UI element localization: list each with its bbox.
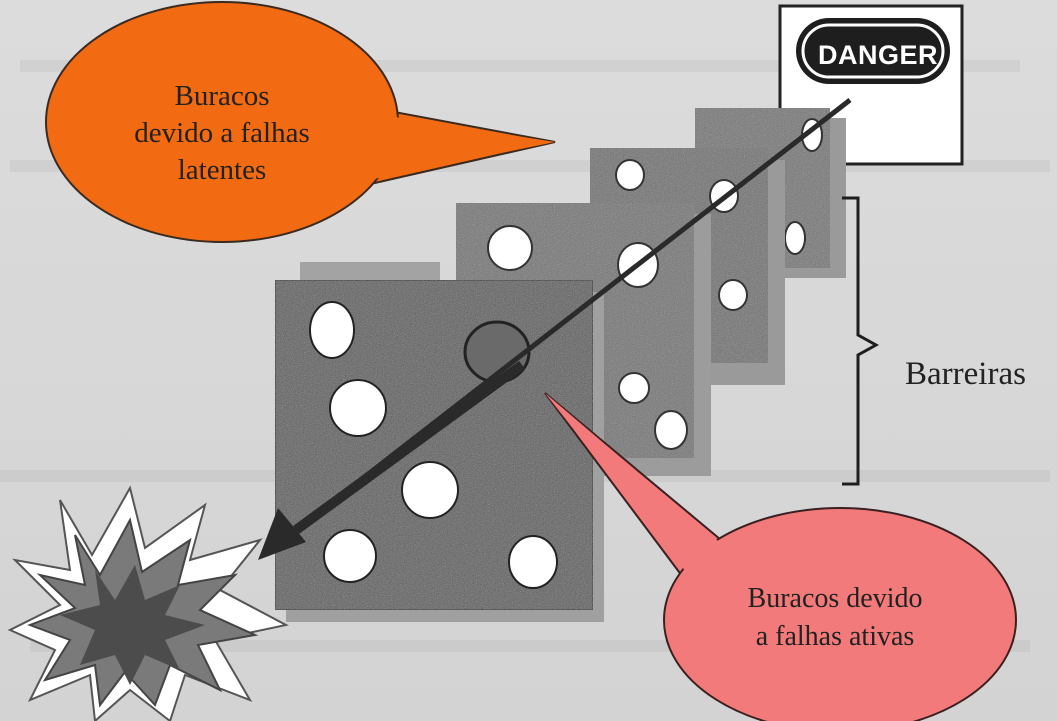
hole: [784, 221, 806, 255]
barriers-label: Barreiras: [905, 356, 1026, 392]
barrier-slab-1: [274, 279, 604, 622]
latent-line-3: latentes: [177, 154, 267, 186]
danger-sign-text: DANGER: [817, 40, 938, 70]
latent-line-2: devido a falhas: [134, 117, 310, 149]
hole: [487, 225, 533, 271]
brace-icon: [842, 196, 880, 486]
active-line-1: Buracos devido: [747, 583, 923, 614]
latent-failure-callout: [45, 1, 556, 243]
hole: [618, 372, 650, 404]
hole: [309, 301, 355, 359]
danger-sign-icon: [778, 4, 964, 166]
explosion-icon: [7, 485, 289, 721]
hole: [508, 535, 558, 589]
active-failure-label: Buracos devido a falhas ativas: [700, 580, 970, 656]
hole: [718, 279, 748, 311]
hole: [654, 410, 688, 450]
latent-failure-label: Buracos devido a falhas latentes: [112, 78, 332, 189]
hole: [401, 461, 459, 519]
latent-line-1: Buracos: [174, 80, 270, 112]
active-line-2: a falhas ativas: [755, 621, 915, 652]
active-failure-callout: [544, 392, 1017, 721]
hole: [329, 379, 387, 437]
trajectory-arrow-icon: [258, 98, 852, 560]
hole: [323, 529, 377, 583]
hole: [615, 159, 645, 191]
